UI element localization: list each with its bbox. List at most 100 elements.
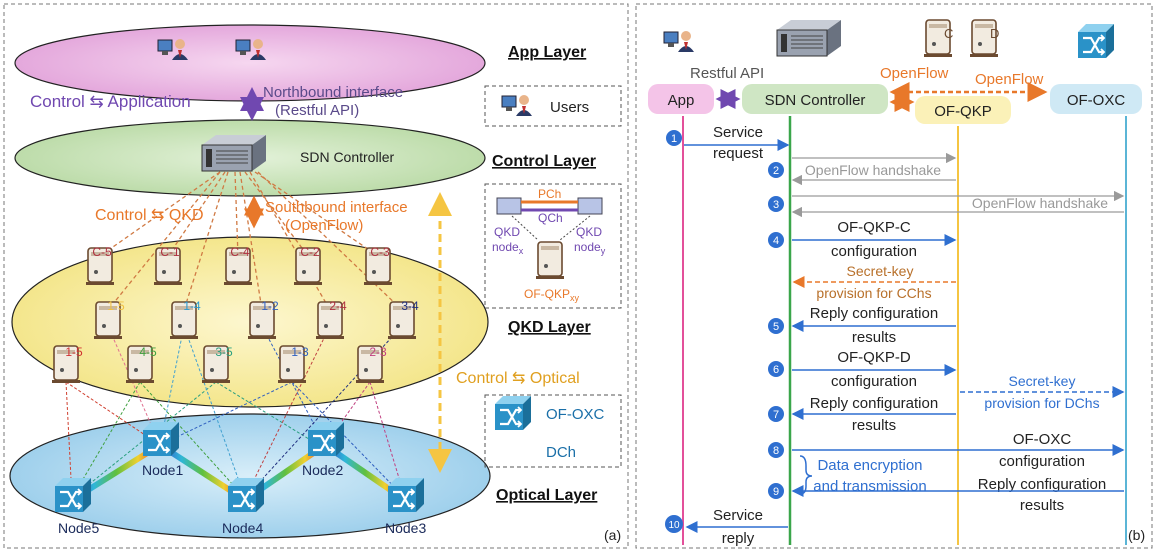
oxc-icon (141, 420, 181, 458)
legend-link (559, 215, 591, 241)
oxc-legend-label: OF-OXC (546, 406, 604, 423)
msg-6a: OF-QKP-D (837, 349, 910, 366)
qkd-x-node: node (492, 240, 519, 254)
node-label: Node2 (302, 462, 343, 478)
step-number: 3 (773, 199, 779, 211)
qkd-x-sub: x (519, 246, 524, 256)
actor-controller-label: SDN Controller (765, 92, 866, 109)
qkp-label: 4-5 (139, 345, 157, 359)
actor-qkp-label: OF-QKP (934, 103, 992, 120)
south-if-1: Southbound interface (265, 199, 408, 216)
actor-oxc-label: OF-OXC (1067, 92, 1125, 109)
qkp-label: C-5 (92, 245, 112, 259)
north-if-2: (Restful API) (275, 102, 359, 119)
msg-5a: Reply configuration (810, 305, 938, 322)
optical-layer-label: Optical Layer (496, 487, 597, 504)
step-marker (768, 361, 784, 377)
step-number: 6 (773, 364, 779, 376)
qkp-label: 2-3 (369, 345, 387, 359)
qkd-legend-box (484, 183, 622, 309)
actor-app-label: App (668, 92, 695, 109)
node-label: Node5 (58, 520, 99, 536)
msg-2: OpenFlow handshake (805, 162, 941, 178)
oxc-icon (1076, 22, 1116, 60)
qch-label: QCh (538, 211, 563, 225)
users-legend-box (484, 85, 622, 127)
step-marker (768, 318, 784, 334)
msg-8a: OF-OXC (1013, 431, 1071, 448)
actor-oxc (1050, 84, 1142, 114)
step-circles: 1 2 3 4 5 6 7 8 9 10 (665, 130, 784, 533)
icon-c-letter: C (944, 26, 953, 41)
qkd-y-sub: y (601, 246, 606, 256)
msg-8c: Data encryption (817, 457, 922, 474)
user-icon (501, 94, 533, 117)
actor-qkp (915, 96, 1011, 124)
step-marker (768, 162, 784, 178)
ofqkp-legend-sub: xy (570, 293, 580, 303)
msg-10b: reply (722, 530, 755, 547)
step-number: 4 (773, 235, 779, 247)
msg-9b: results (1020, 497, 1064, 514)
step-number: 9 (773, 486, 779, 498)
msg-5b: results (852, 329, 896, 346)
node-label: Node1 (142, 462, 183, 478)
msg-4c: Secret-key (847, 263, 914, 279)
oxc-icon (306, 420, 346, 458)
qkd-y-label-2: nodey (574, 240, 606, 256)
control-layer-label: Control Layer (492, 153, 596, 170)
msg-7a: Reply configuration (810, 395, 938, 412)
qkp-label: 1-4 (183, 299, 201, 313)
control-links (99, 171, 403, 311)
qkp-label: 1-3 (291, 345, 309, 359)
qkd-x-label-1: QKD (494, 225, 520, 239)
qkp-label: 2-4 (329, 299, 347, 313)
msg-1a: Service (713, 124, 763, 141)
actor-controller (742, 84, 888, 114)
qkd-node-x-icon (496, 197, 522, 215)
qkd-y-label-1: QKD (576, 225, 602, 239)
oxc-icon (493, 394, 533, 432)
legend-link (511, 215, 539, 241)
south-if-2: (OpenFlow) (285, 217, 363, 234)
ofqkp-icon (535, 241, 565, 280)
dch-legend-label: DCh (546, 444, 576, 461)
north-label: Control ⇆ Application (30, 92, 191, 111)
optical-control-label: Control ⇆ Optical (456, 370, 580, 387)
optical-legend-box (484, 394, 622, 468)
qkp-mid-row: 1-5 1-4 1-2 2-4 3-4 (93, 299, 419, 340)
step-number: 7 (773, 409, 779, 421)
app-layer-ellipse (14, 24, 486, 102)
app-layer-label: App Layer (508, 44, 586, 61)
oxc-icon (226, 476, 266, 514)
msg-8b: configuration (999, 453, 1085, 470)
step-number: 10 (668, 520, 680, 531)
qkp-label: 1-5 (107, 299, 125, 313)
restful-label: Restful API (690, 65, 764, 82)
step-marker (665, 515, 683, 533)
node-label: Node4 (222, 520, 263, 536)
panel-a-frame (3, 3, 629, 549)
qkp-label: 1-2 (261, 299, 279, 313)
msg-8d: and transmission (813, 478, 926, 495)
step-marker (768, 196, 784, 212)
step-number: 1 (671, 133, 677, 145)
step-number: 5 (773, 321, 779, 333)
msg-7b: results (852, 417, 896, 434)
msg-1b: request (713, 145, 764, 162)
actor-app (648, 84, 714, 114)
openflow-label-1: OpenFlow (880, 65, 949, 82)
qkp-label: 3-4 (401, 299, 419, 313)
qkp-label: C-1 (160, 245, 180, 259)
step-number: 2 (773, 165, 779, 177)
msg-10a: Service (713, 507, 763, 524)
qkp-d-icon: D (969, 19, 999, 58)
step-marker (768, 232, 784, 248)
msg-4a: OF-QKP-C (837, 219, 910, 236)
msg-6c: Secret-key (1009, 373, 1076, 389)
server-icon (776, 19, 842, 57)
node-label: Node3 (385, 520, 426, 536)
qkp-label: C-4 (230, 245, 250, 259)
step-number: 8 (773, 445, 779, 457)
